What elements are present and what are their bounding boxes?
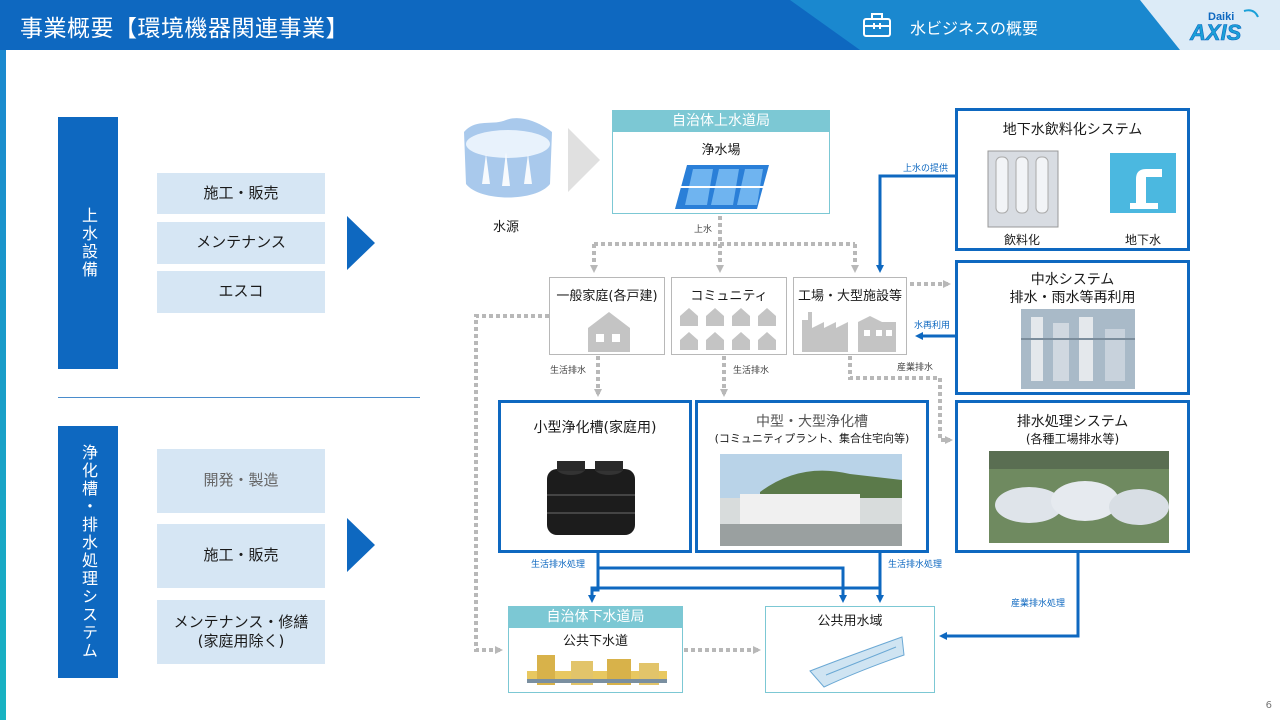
wastewater-subtitle: (各種工場排水等) (1025, 432, 1120, 446)
label-household-treat-1: 生活排水処理 (531, 560, 586, 570)
river-illustration (809, 636, 905, 688)
septic-tank-illustration (547, 461, 635, 535)
wastewater-photo (989, 451, 1169, 543)
label-reuse: 水再利用 (914, 321, 951, 331)
page-subtitle: 水ビジネスの概要 (910, 19, 1039, 38)
service-maintenance-repair-note: (家庭用除く) (197, 632, 285, 650)
wastewater-title: 排水処理システム (1016, 414, 1129, 430)
groundwater-label: 地下水 (1125, 233, 1162, 247)
svg-text:AXIS: AXIS (1189, 20, 1242, 43)
service-maintenance-repair-label: メンテナンス・修繕 (173, 612, 309, 631)
category-septic-wastewater: 浄化槽・排水処理システム (58, 426, 118, 678)
house-icon (588, 312, 630, 352)
drinking-label: 飲料化 (1004, 233, 1041, 247)
groundwater-system-title: 地下水飲料化システム (1002, 122, 1143, 138)
sewer-header: 自治体下水道局 (509, 607, 682, 628)
service-esco: エスコ (157, 271, 325, 313)
label-supply: 上水 (694, 225, 713, 235)
label-supply-provide: 上水の提供 (903, 164, 949, 174)
label-household-waste-2: 生活排水 (733, 366, 770, 376)
groundwater-system-box: 地下水飲料化システム 飲料化 地下水 (955, 108, 1190, 251)
houses-icon (680, 308, 776, 350)
water-source-label: 水源 (493, 220, 520, 235)
middle-water-photo (1021, 309, 1135, 389)
mid-tank-photo (720, 454, 902, 546)
filtration-unit-illustration (987, 150, 1059, 228)
daiki-axis-logo: Daiki AXIS (1189, 9, 1259, 43)
left-accent-bar (0, 50, 6, 720)
waterworks-box: 自治体上水道局 浄水場 (612, 110, 830, 214)
factory-icon (802, 312, 896, 352)
public-water-box: 公共用水域 (765, 606, 935, 693)
service-construction-sales: 施工・販売 (157, 173, 325, 214)
page-number: 6 (1265, 700, 1272, 711)
briefcase-icon (863, 13, 891, 37)
waterworks-label: 浄水場 (701, 143, 741, 158)
category-water-supply: 上水設備 (58, 117, 118, 369)
sewer-label: 公共下水道 (562, 634, 628, 649)
page-title: 事業概要【環境機器関連事業】 (20, 16, 349, 42)
public-water-label: 公共用水域 (817, 614, 883, 629)
community-box: コミュニティ (671, 277, 787, 355)
section-divider (58, 397, 420, 398)
label-household-waste-1: 生活排水 (550, 366, 587, 376)
factory-box: 工場・大型施設等 (793, 277, 907, 355)
water-source-illustration (464, 118, 552, 198)
waterworks-header: 自治体上水道局 (613, 111, 829, 132)
service-construction-sales-2: 施工・販売 (157, 524, 325, 588)
homes-box: 一般家庭(各戸建) (549, 277, 665, 355)
community-label: コミュニティ (690, 289, 768, 304)
header-bar: 事業概要【環境機器関連事業】 水ビジネスの概要 Daiki AXIS (0, 0, 1280, 50)
mid-large-septic-tank-box: 中型・大型浄化槽 (コミュニティプラント、集合住宅向等) (695, 400, 929, 553)
service-maintenance-repair: メンテナンス・修繕 (家庭用除く) (157, 600, 325, 664)
small-tank-label: 小型浄化槽(家庭用) (533, 420, 657, 436)
wastewater-system-box: 排水処理システム (各種工場排水等) (955, 400, 1190, 553)
sewer-pipe-illustration (527, 655, 667, 685)
label-industrial-treat: 産業排水処理 (1011, 599, 1066, 609)
homes-label: 一般家庭(各戸建) (556, 289, 658, 304)
sewer-box: 自治体下水道局 公共下水道 (508, 606, 683, 693)
label-household-treat-2: 生活排水処理 (888, 560, 943, 570)
middle-water-title: 中水システム (1030, 272, 1115, 288)
treatment-plant-illustration (673, 165, 773, 209)
small-septic-tank-box: 小型浄化槽(家庭用) (498, 400, 692, 553)
middle-water-subtitle: 排水・雨水等再利用 (1009, 290, 1136, 306)
header-accent (790, 0, 1180, 50)
pump-illustration (1110, 153, 1176, 213)
svg-text:Daiki: Daiki (1208, 11, 1234, 23)
arrow-right-icon (347, 518, 375, 572)
middle-water-system-box: 中水システム 排水・雨水等再利用 (955, 260, 1190, 395)
service-development-manufacturing: 開発・製造 (157, 449, 325, 513)
mid-tank-subtitle: (コミュニティプラント、集合住宅向等) (714, 432, 910, 445)
service-maintenance: メンテナンス (157, 222, 325, 264)
label-industrial-waste: 産業排水 (897, 363, 934, 373)
mid-tank-title: 中型・大型浄化槽 (756, 414, 868, 430)
factory-label: 工場・大型施設等 (797, 289, 902, 304)
arrow-right-icon (347, 216, 375, 270)
